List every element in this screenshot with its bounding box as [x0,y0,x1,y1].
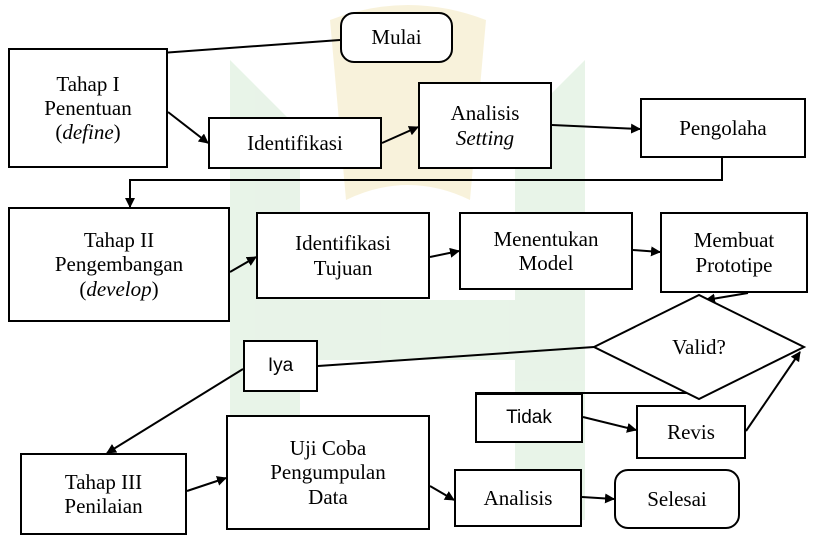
tahap1-penentuan: Tahap I Penentuan (define) [8,48,168,168]
arrow-prototipe-to-valid [705,292,749,304]
tahap3-penilaian: Tahap III Penilaian [20,453,187,535]
arrow-tidak-to-revis [582,416,637,433]
analisis: Analisis [454,469,582,527]
tahap2-pengembangan: Tahap II Pengembangan (develop) [8,207,230,322]
pengolaha: Pengolaha [640,98,806,158]
arrow-menentukan-model-to-membuat-prototipe [632,246,661,257]
arrow-analisis-setting-to-pengolaha [551,123,641,134]
membuat-prototipe: Membuat Prototipe [660,212,808,293]
arrow-tahap3-to-ujicoba [186,476,227,492]
arrow-revis-to-valid [745,351,801,432]
revis: Revis [636,405,746,459]
start-mulai: Mulai [340,12,453,63]
arrow-tahap1-to-identifikasi [167,111,209,144]
identifikasi: Identifikasi [208,117,382,169]
analisis-setting: Analisis Setting [418,82,552,169]
arrow-pengolaha-to-tahap2 [125,158,723,208]
arrow-iya-to-tahap3 [106,368,244,454]
uji-coba-pengumpulan-data: Uji Coba Pengumpulan Data [226,415,430,530]
arrow-ujicoba-to-analisis [429,485,455,501]
arrow-identifikasi-to-analisis-setting [381,126,419,144]
tidak-box: Tidak [475,393,583,443]
valid-decision-diamond [591,293,807,401]
arrow-analisis-to-selesai [581,493,615,504]
arrow-tahap2-to-identifikasi-tujuan [229,256,257,273]
end-selesai: Selesai [614,469,740,529]
arrow-identifikasi-tujuan-to-menentukan-model [429,247,460,258]
iya-box: Iya [243,340,318,392]
menentukan-model: Menentukan Model [459,212,633,290]
valid-label: Valid? [672,335,726,359]
line-valid-to-iya [317,346,595,367]
identifikasi-tujuan: Identifikasi Tujuan [256,212,430,299]
